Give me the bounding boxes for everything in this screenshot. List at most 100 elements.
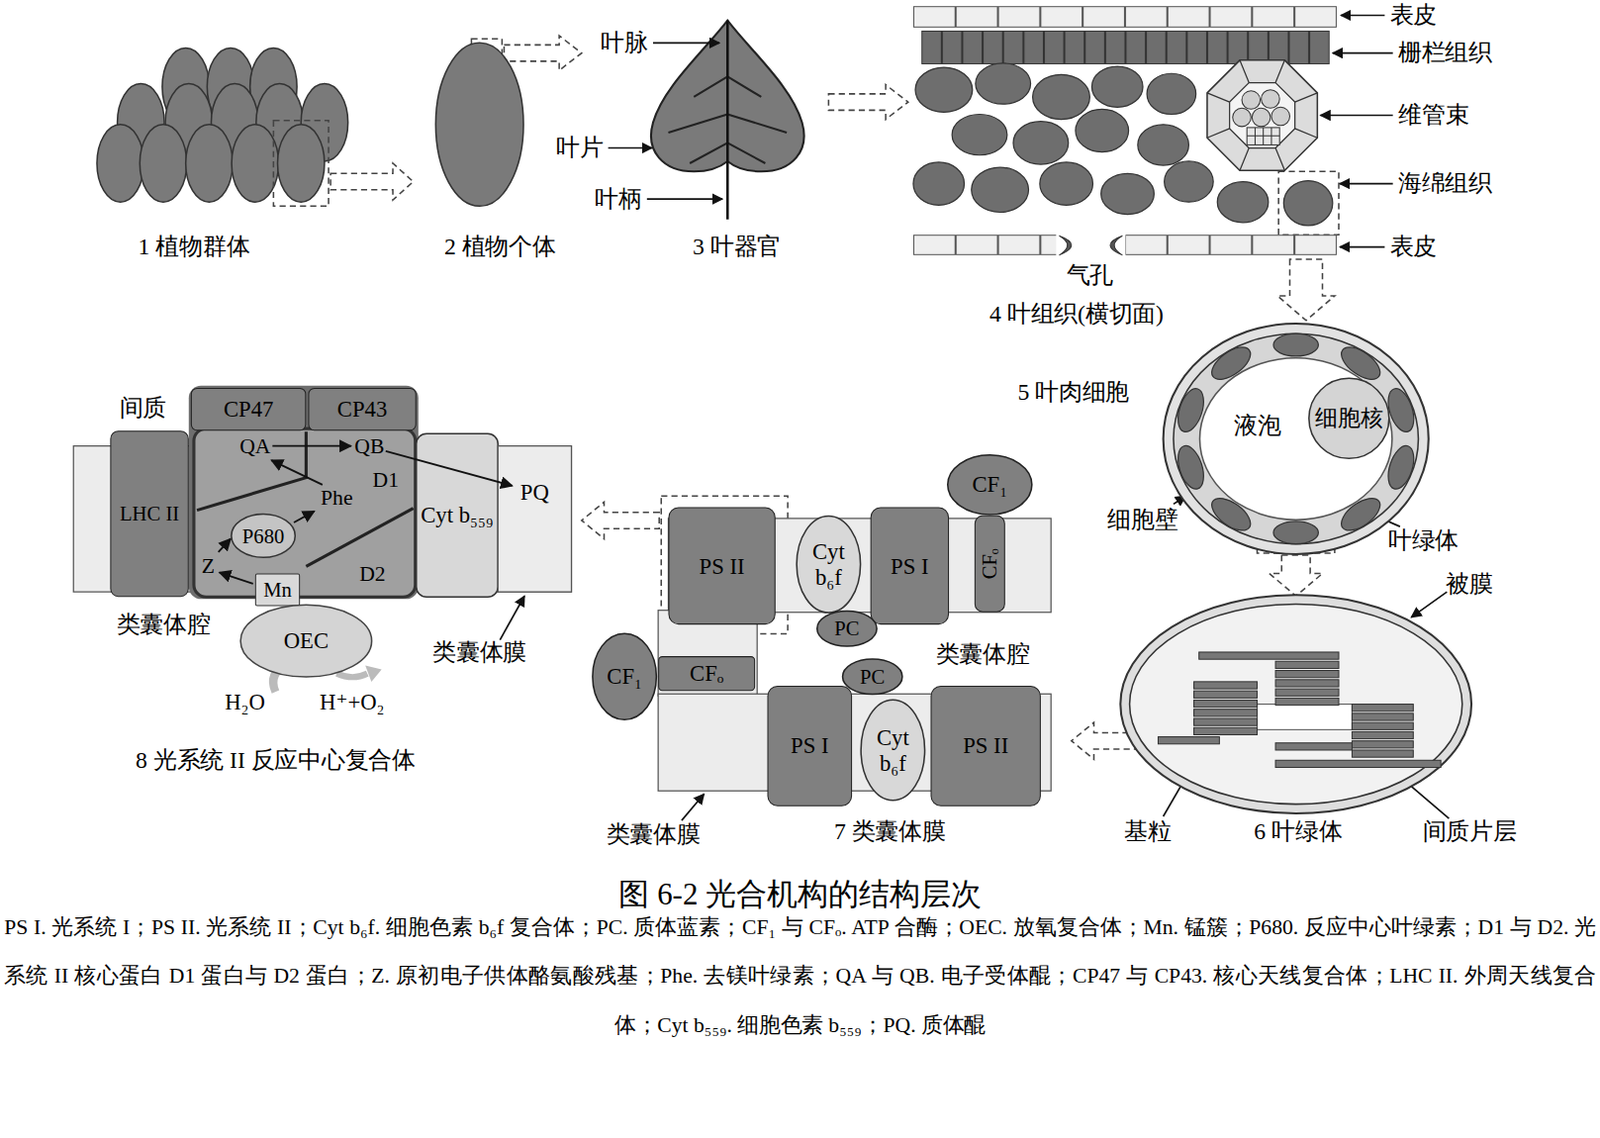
cytochrome-b6f-shape	[796, 516, 860, 613]
chloroplast	[1351, 731, 1413, 739]
psii-complex	[196, 431, 306, 510]
leaf	[651, 20, 804, 220]
chloroplast	[1194, 681, 1258, 689]
node-text: PC	[823, 616, 870, 641]
part-label: 海绵组织	[1398, 169, 1493, 197]
node-text: Phe	[320, 485, 353, 511]
plastocyanin: PC	[842, 658, 904, 695]
chloroplast	[1199, 652, 1339, 659]
nucleus: 细胞核	[1308, 377, 1391, 461]
part-label: H₂O	[224, 688, 266, 716]
cp43-antenna: CP43	[307, 387, 416, 431]
part-label: 被膜	[1445, 570, 1493, 599]
panel-caption: 4 叶组织(横切面)	[989, 299, 1164, 328]
figure-caption: 图 6-2 光合机构的结构层次	[618, 875, 981, 913]
leaf-cross-section	[1283, 181, 1333, 226]
leaf-cross-section	[1164, 161, 1215, 202]
atp-synthase-cfo: CFₒ	[974, 515, 1006, 613]
node-text: CP43	[313, 395, 412, 422]
leaf-cross-section	[1271, 106, 1291, 126]
leader-line	[1319, 114, 1393, 117]
node-text: 细胞核	[1311, 405, 1387, 432]
node-text: 液泡	[1233, 412, 1281, 440]
psii-complex	[219, 572, 254, 584]
plant-population	[278, 124, 325, 202]
leaf-cross-section	[1207, 60, 1318, 171]
leaf-cross-section	[1241, 91, 1261, 110]
part-label: H⁺+O₂	[319, 688, 384, 716]
chloroplast	[1194, 727, 1258, 735]
chloroplast	[1275, 743, 1352, 751]
panel-caption: 2 植物个体	[444, 232, 557, 261]
mn-cluster: Mn	[255, 573, 300, 607]
chloroplast	[1351, 713, 1413, 721]
plastocyanin: PC	[816, 610, 878, 648]
plant-population	[186, 124, 233, 202]
photosystem-i: PS I	[870, 507, 949, 626]
leaf-cross-section	[1217, 182, 1269, 223]
leader-line	[681, 793, 705, 821]
node-text: Mn	[260, 577, 295, 602]
part-label: 基粒	[1124, 817, 1171, 846]
node-text: PQ	[520, 478, 550, 505]
cp47-antenna: CP47	[190, 387, 307, 431]
p680-center-shape	[231, 513, 295, 558]
part-label: 叶柄	[594, 185, 642, 213]
atp-synthase-cfo: CFₒ	[658, 656, 755, 691]
psii-complex	[305, 508, 413, 567]
leaf-cross-section	[975, 63, 1032, 104]
leaf-cross-section	[1229, 83, 1296, 149]
node-text: Z	[201, 554, 215, 579]
node-text: CFₒ	[977, 548, 1002, 579]
part-label: 类囊体腔	[116, 610, 211, 639]
panel-caption: 7 类囊体膜	[834, 817, 946, 846]
cytochrome-b6f-shape	[860, 699, 925, 801]
chloroplast	[1351, 704, 1413, 712]
node-text: PS II	[673, 553, 771, 579]
leaf-cross-section	[1033, 74, 1091, 119]
leader-line	[1411, 591, 1447, 618]
dashed-zoom	[503, 35, 581, 71]
node-text: Cyt b₅₅₉	[420, 502, 494, 529]
part-label: 叶脉	[600, 28, 648, 57]
leader-line	[608, 147, 653, 150]
cytochrome-b6f: Cyt b₆f	[859, 698, 926, 801]
leaf-cross-section	[913, 63, 1333, 226]
chloroplast	[1275, 688, 1339, 696]
leader-line	[653, 41, 720, 44]
psii-core: QAQBPheD1D2ZP680Mn	[193, 428, 416, 597]
chloroplast	[1194, 690, 1258, 698]
psii-complex	[416, 433, 499, 597]
leaf-cross-section	[951, 114, 1008, 156]
mesophyll-cell	[1273, 333, 1318, 357]
panel-caption: 8 光系统 II 反应中心复合体	[135, 746, 416, 774]
leaf-cross-section	[915, 67, 973, 112]
psii-complex	[193, 428, 416, 597]
leaf-cross-section	[1091, 66, 1143, 107]
mesophyll-cell	[1173, 333, 1419, 544]
part-label: 维管束	[1398, 100, 1469, 129]
node-text: Cyt b₆f	[803, 538, 853, 590]
part-label: 类囊体腔	[936, 641, 1031, 669]
leader-line	[1339, 183, 1394, 186]
dashed-zoom	[660, 495, 788, 634]
psii-complex	[271, 460, 323, 485]
leaf	[726, 20, 730, 220]
chloroplast	[1275, 660, 1339, 668]
plant-population	[231, 124, 279, 202]
chloroplast	[1157, 737, 1220, 745]
p680-center: P680	[230, 513, 296, 559]
chloroplast	[1194, 718, 1258, 726]
panel-caption: 5 叶肉细胞	[1018, 378, 1130, 407]
part-label: 细胞壁	[1107, 506, 1178, 535]
chloroplast	[1351, 750, 1413, 757]
panel-caption: 3 叶器官	[692, 232, 781, 261]
psii-complex	[336, 673, 368, 678]
node-text: PS I	[772, 733, 848, 759]
part-label: 叶片	[556, 133, 603, 162]
mesophyll-cell	[1163, 323, 1429, 555]
leaf-cross-section	[1207, 60, 1318, 171]
chloroplast	[1194, 709, 1258, 717]
node-text: QB	[354, 433, 384, 459]
node-text: PS II	[936, 733, 1036, 759]
